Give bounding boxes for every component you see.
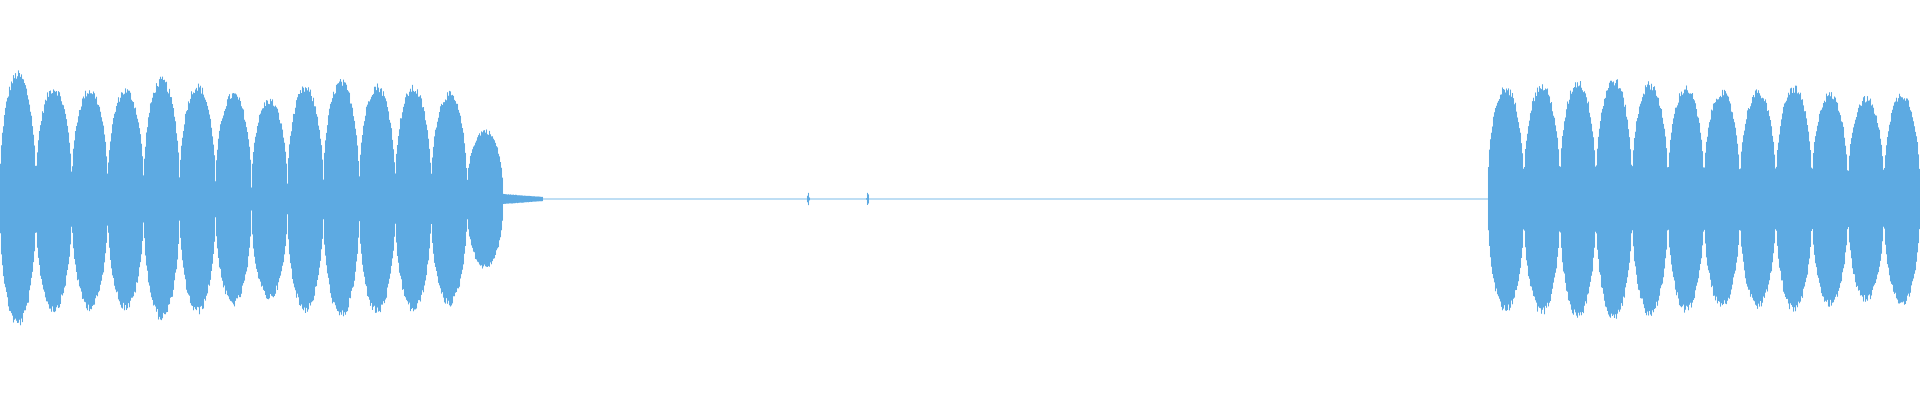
waveform-samples — [0, 70, 1920, 326]
waveform-trace — [0, 70, 1920, 326]
